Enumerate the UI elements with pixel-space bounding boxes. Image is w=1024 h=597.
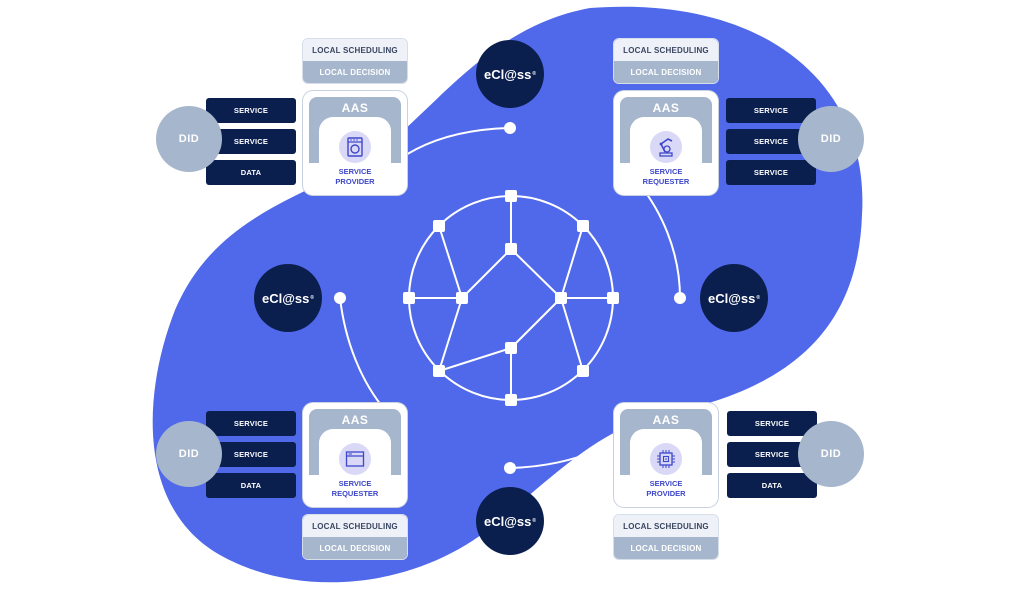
network-nodes (403, 190, 619, 406)
capability-pill: SERVICE (727, 411, 817, 436)
network-edge (510, 297, 562, 349)
eclass-label: eCl@ss (483, 66, 532, 82)
network-node (403, 292, 415, 304)
aas-card: AAS SERVICE REQUESTER (614, 91, 718, 195)
role-label: SERVICE PROVIDER (303, 167, 407, 187)
chip-icon (650, 443, 682, 475)
connector-dot-bottom (504, 462, 516, 474)
role-label: SERVICE REQUESTER (614, 167, 718, 187)
aas-label: AAS (341, 101, 369, 115)
role-label: SERVICE REQUESTER (303, 479, 407, 499)
role-label: SERVICE PROVIDER (614, 479, 718, 499)
connector-dot-right (674, 292, 686, 304)
network-node (555, 292, 567, 304)
network-node (456, 292, 468, 304)
network-edge (461, 248, 512, 299)
network-node (607, 292, 619, 304)
network-node (577, 220, 589, 232)
network-edge (510, 248, 562, 299)
scheduling-box: LOCAL SCHEDULING LOCAL DECISION (303, 39, 407, 83)
eclass-badge-top: eCl@ss® (476, 40, 544, 108)
eclass-label: eCl@ss (483, 513, 532, 529)
connector-left (339, 297, 386, 411)
registered-mark: ® (756, 295, 761, 301)
network-edge (560, 297, 584, 372)
eclass-label: eCl@ss (707, 290, 756, 306)
network-edge (438, 297, 463, 372)
connector-dot-left (334, 292, 346, 304)
role-line-1: SERVICE (338, 167, 372, 176)
aas-label: AAS (652, 413, 680, 427)
eclass-badge-right: eCl@ss® (700, 264, 768, 332)
capability-pill: SERVICE (726, 98, 816, 123)
local-scheduling-label: LOCAL SCHEDULING (303, 515, 407, 537)
local-scheduling-label: LOCAL SCHEDULING (303, 39, 407, 61)
network-node (505, 342, 517, 354)
local-decision-label: LOCAL DECISION (614, 61, 718, 83)
registered-mark: ® (310, 295, 315, 301)
network-edge (438, 225, 463, 299)
role-line-2: REQUESTER (331, 489, 379, 498)
capability-pill: DATA (206, 160, 296, 185)
local-decision-label: LOCAL DECISION (614, 537, 718, 559)
network-edges (409, 196, 613, 400)
did-badge: DID (156, 421, 222, 487)
scheduling-box: LOCAL SCHEDULING LOCAL DECISION (303, 515, 407, 559)
network-edge (560, 225, 584, 299)
network-node (505, 190, 517, 202)
did-badge: DID (798, 106, 864, 172)
scheduling-box: LOCAL SCHEDULING LOCAL DECISION (614, 39, 718, 83)
local-scheduling-label: LOCAL SCHEDULING (614, 515, 718, 537)
aas-label: AAS (652, 101, 680, 115)
aas-card: AAS SERVICE PROVIDER (614, 403, 718, 507)
capability-pill: SERVICE (726, 160, 816, 185)
role-line-2: REQUESTER (642, 177, 690, 186)
washing-machine-icon (339, 131, 371, 163)
connector-dot-top (504, 122, 516, 134)
capability-pill: DATA (206, 473, 296, 498)
aas-card: AAS SERVICE REQUESTER (303, 403, 407, 507)
eclass-label: eCl@ss (261, 290, 310, 306)
browser-window-icon (339, 443, 371, 475)
network-node (577, 365, 589, 377)
network-node (505, 394, 517, 406)
eclass-badge-left: eCl@ss® (254, 264, 322, 332)
did-badge: DID (798, 421, 864, 487)
local-decision-label: LOCAL DECISION (303, 537, 407, 559)
local-scheduling-label: LOCAL SCHEDULING (614, 39, 718, 61)
aas-card: AAS SERVICE PROVIDER (303, 91, 407, 195)
scheduling-box: LOCAL SCHEDULING LOCAL DECISION (614, 515, 718, 559)
network-edge (438, 347, 512, 372)
capability-pill: DATA (727, 473, 817, 498)
local-decision-label: LOCAL DECISION (303, 61, 407, 83)
registered-mark: ® (532, 518, 537, 524)
aas-label: AAS (341, 413, 369, 427)
network-node (505, 243, 517, 255)
network-node (433, 365, 445, 377)
robot-arm-icon (650, 131, 682, 163)
role-line-1: SERVICE (649, 167, 683, 176)
role-line-2: PROVIDER (646, 489, 686, 498)
role-line-1: SERVICE (338, 479, 372, 488)
capability-pill: SERVICE (206, 411, 296, 436)
registered-mark: ® (532, 71, 537, 77)
network-node (433, 220, 445, 232)
did-badge: DID (156, 106, 222, 172)
role-line-2: PROVIDER (335, 177, 375, 186)
eclass-badge-bottom: eCl@ss® (476, 487, 544, 555)
capability-pill: SERVICE (206, 98, 296, 123)
role-line-1: SERVICE (649, 479, 683, 488)
